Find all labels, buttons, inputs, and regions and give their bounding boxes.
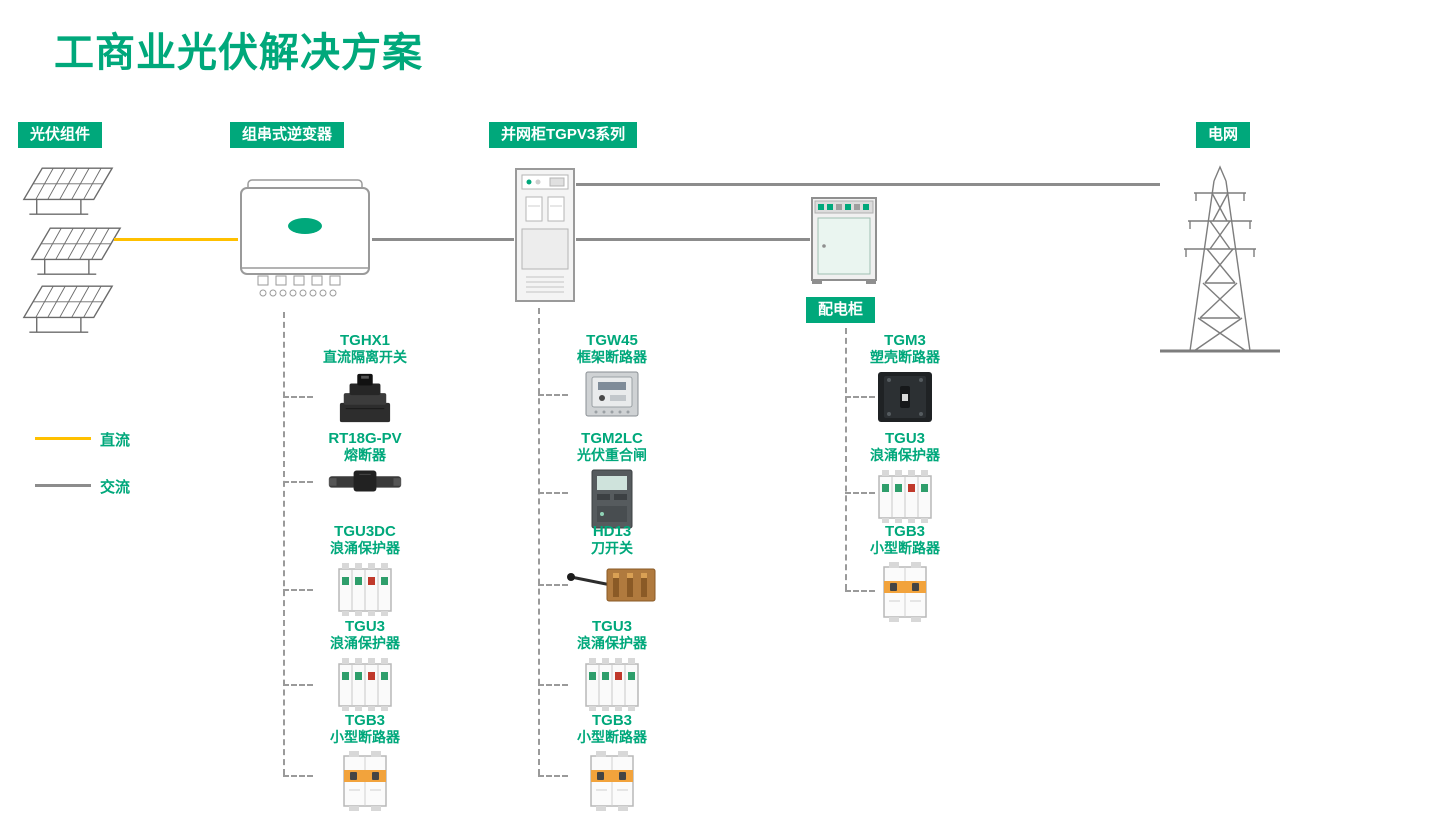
legend-ac-label: 交流 bbox=[100, 479, 131, 496]
component-name: 浪涌保护器 bbox=[330, 540, 400, 556]
air-circuit-breaker-image bbox=[584, 370, 640, 418]
legend-dc-label: 直流 bbox=[100, 432, 131, 449]
badge-pv-modules: 光伏组件 bbox=[18, 122, 103, 148]
branch bbox=[845, 492, 875, 494]
badge-distribution-cabinet: 配电柜 bbox=[806, 297, 876, 323]
ac-line-inverter-to-grid-cabinet bbox=[372, 238, 514, 241]
knife-switch-image bbox=[565, 561, 659, 607]
solar-panel-array-3 bbox=[22, 284, 114, 338]
miniature-circuit-breaker-image bbox=[342, 750, 388, 812]
badge-string-inverter: 组串式逆变器 bbox=[230, 122, 345, 148]
component-tgu3-grid-cabinet: TGU3 浪涌保护器 bbox=[552, 618, 672, 717]
dc-line-panels-to-inverter bbox=[114, 238, 238, 241]
component-name: 框架断路器 bbox=[577, 349, 647, 365]
branch bbox=[538, 775, 568, 777]
surge-protector-image bbox=[338, 561, 392, 617]
component-model: TGU3DC bbox=[334, 523, 396, 540]
molded-case-circuit-breaker-image bbox=[876, 370, 934, 424]
component-tgu3dc: TGU3DC 浪涌保护器 bbox=[305, 523, 425, 622]
component-name: 小型断路器 bbox=[870, 540, 940, 556]
component-tghx1: TGHX1 直流隔离开关 bbox=[305, 332, 425, 431]
component-name: 浪涌保护器 bbox=[870, 447, 940, 463]
fuse-image bbox=[327, 468, 403, 494]
ac-line-grid-cabinet-to-tower bbox=[576, 183, 1160, 186]
branch bbox=[538, 684, 568, 686]
branch bbox=[538, 394, 568, 396]
component-model: TGB3 bbox=[344, 712, 385, 729]
ac-line-grid-cabinet-to-distribution-cabinet bbox=[576, 238, 810, 241]
component-tgb3-inverter: TGB3 小型断路器 bbox=[305, 712, 425, 817]
dc-isolator-switch-image bbox=[336, 370, 394, 426]
component-model: TGM2LC bbox=[581, 430, 643, 447]
component-model: TGM3 bbox=[884, 332, 926, 349]
branch bbox=[283, 589, 313, 591]
component-model: TGU3 bbox=[591, 618, 632, 635]
component-name: 直流隔离开关 bbox=[323, 349, 407, 365]
component-name: 浪涌保护器 bbox=[330, 635, 400, 651]
component-tgu3-distribution: TGU3 浪涌保护器 bbox=[845, 430, 965, 529]
surge-protector-image bbox=[585, 656, 639, 712]
branch bbox=[845, 396, 875, 398]
branch bbox=[283, 396, 313, 398]
surge-protector-image bbox=[878, 468, 932, 524]
component-tgw45: TGW45 框架断路器 bbox=[552, 332, 672, 423]
surge-protector-image bbox=[338, 656, 392, 712]
branch bbox=[845, 590, 875, 592]
component-rt18g-pv: RT18G-PV 熔断器 bbox=[305, 430, 425, 499]
component-model: HD13 bbox=[592, 523, 632, 540]
component-name: 熔断器 bbox=[344, 447, 386, 463]
grid-cabinet-image bbox=[514, 167, 576, 303]
miniature-circuit-breaker-image bbox=[589, 750, 635, 812]
solar-panel-array-2 bbox=[30, 226, 122, 280]
branch bbox=[283, 481, 313, 483]
transmission-tower-image bbox=[1160, 163, 1280, 355]
pv-recloser-image bbox=[590, 468, 634, 530]
component-model: TGW45 bbox=[586, 332, 638, 349]
component-tgb3-distribution: TGB3 小型断路器 bbox=[845, 523, 965, 628]
component-name: 浪涌保护器 bbox=[577, 635, 647, 651]
component-model: TGU3 bbox=[344, 618, 385, 635]
page-title: 工商业光伏解决方案 bbox=[54, 31, 423, 75]
component-name: 小型断路器 bbox=[330, 729, 400, 745]
miniature-circuit-breaker-image bbox=[882, 561, 928, 623]
component-model: TGB3 bbox=[884, 523, 925, 540]
grid-cabinet-component-trunk bbox=[538, 308, 540, 775]
distribution-cabinet-component-trunk bbox=[845, 328, 847, 590]
component-name: 光伏重合闸 bbox=[577, 447, 647, 463]
distribution-cabinet-image bbox=[810, 196, 878, 286]
component-name: 刀开关 bbox=[591, 540, 633, 556]
component-tgm3: TGM3 塑壳断路器 bbox=[845, 332, 965, 429]
component-name: 小型断路器 bbox=[577, 729, 647, 745]
branch bbox=[283, 684, 313, 686]
solar-panel-array-1 bbox=[22, 166, 114, 220]
badge-grid-cabinet: 并网柜TGPV3系列 bbox=[489, 122, 638, 148]
component-model: TGU3 bbox=[884, 430, 925, 447]
legend-dc-swatch bbox=[35, 437, 91, 440]
component-model: TGB3 bbox=[591, 712, 632, 729]
component-model: TGHX1 bbox=[339, 332, 390, 349]
component-hd13: HD13 刀开关 bbox=[552, 523, 672, 612]
component-tgu3-inverter: TGU3 浪涌保护器 bbox=[305, 618, 425, 717]
string-inverter-image bbox=[238, 176, 372, 304]
branch bbox=[538, 492, 568, 494]
inverter-component-trunk bbox=[283, 312, 285, 775]
component-tgb3-grid-cabinet: TGB3 小型断路器 bbox=[552, 712, 672, 817]
component-model: RT18G-PV bbox=[328, 430, 402, 447]
component-name: 塑壳断路器 bbox=[870, 349, 940, 365]
badge-power-grid: 电网 bbox=[1196, 122, 1251, 148]
branch bbox=[283, 775, 313, 777]
component-tgm2lc: TGM2LC 光伏重合闸 bbox=[552, 430, 672, 535]
legend-ac-swatch bbox=[35, 484, 91, 487]
branch bbox=[538, 584, 568, 586]
